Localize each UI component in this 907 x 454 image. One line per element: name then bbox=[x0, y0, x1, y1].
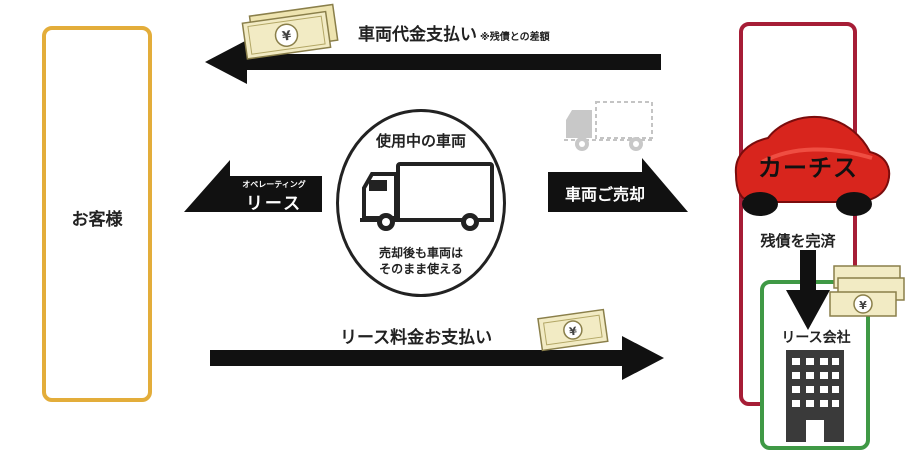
carches-logo-text: カーチス bbox=[722, 148, 894, 183]
svg-text:¥: ¥ bbox=[859, 299, 867, 312]
top-flow-note: ※残債との差額 bbox=[480, 32, 550, 43]
vehicle-title: 使用中の車両 bbox=[336, 130, 506, 151]
truck-icon bbox=[356, 160, 496, 236]
customer-label: お客様 bbox=[42, 205, 152, 230]
yen-bills-icon: ¥ bbox=[238, 2, 353, 60]
vehicle-caption: 売却後も車両は そのまま使える bbox=[336, 245, 506, 277]
yen-bills-stack-icon: ¥ bbox=[828, 264, 906, 322]
lease-company-label: リース会社 bbox=[764, 327, 868, 347]
ghost-truck-icon bbox=[560, 98, 656, 156]
bottom-flow-label: リース料金お支払い bbox=[340, 323, 492, 348]
carches-action-label: 残債を完済 bbox=[739, 230, 857, 251]
top-flow-label: 車両代金支払い※残債との差額 bbox=[358, 20, 550, 45]
building-icon bbox=[784, 350, 846, 444]
down-arrow bbox=[786, 250, 830, 330]
sale-arrow-label: 車両ご売却 bbox=[550, 181, 660, 205]
lease-arrow-label: リース bbox=[222, 189, 326, 214]
yen-bill-icon: ¥ bbox=[534, 306, 612, 356]
